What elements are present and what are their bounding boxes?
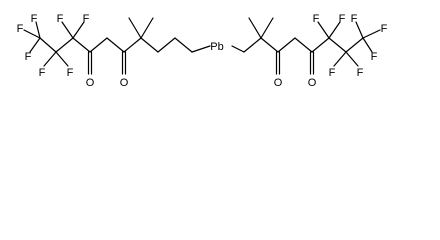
right-f-label-1: F	[313, 13, 320, 25]
bond-left-cf2-co	[72, 37, 91, 53]
bond-left-methyl-2	[140, 17, 154, 39]
bond-left-cf3-cf2	[39, 37, 57, 53]
right-f-label-7: F	[371, 51, 378, 63]
bond-right-f1	[317, 21, 330, 39]
bond-left-ch2-pb-link	[157, 37, 176, 53]
bond-right-f7	[362, 37, 373, 53]
bond-right-f6	[362, 29, 381, 39]
bond-right-ch2-cq	[243, 37, 262, 53]
left-f-label-3: F	[25, 51, 32, 63]
bond-left-cf2-cf2	[55, 37, 74, 53]
bond-left-co-ch2	[89, 37, 108, 53]
bond-right-cf2-cf2	[328, 37, 347, 53]
bond-right-f4	[345, 51, 359, 67]
bond-right-co-cf2	[311, 37, 330, 53]
bond-right-co-ch2	[277, 37, 296, 53]
bond-left-f3	[29, 37, 41, 53]
bond-right-methyl-1	[248, 17, 262, 39]
bond-right-ch2-co	[294, 37, 313, 53]
right-f-label-2: F	[339, 13, 346, 25]
left-f-label-2: F	[31, 13, 38, 25]
bond-right-methyl-2	[260, 17, 274, 39]
bond-left-ch2-co	[106, 37, 125, 53]
bond-left-to-pb	[174, 37, 193, 53]
bond-left-f7	[72, 21, 85, 39]
bond-left-f4	[43, 51, 57, 67]
bond-right-cq-co	[260, 37, 279, 53]
left-f-label-6: F	[57, 13, 64, 25]
center-atom-label: Pb	[210, 41, 223, 53]
bond-left-cq-ch2	[140, 37, 159, 53]
bond-left-f5	[55, 51, 69, 67]
right-f-label-5: F	[351, 13, 358, 25]
right-o-label-2: O	[308, 77, 317, 89]
bond-lines	[23, 17, 381, 75]
bond-left-f2	[35, 21, 41, 39]
right-o-label-1: O	[274, 77, 283, 89]
bond-right-cf2-cf3	[345, 37, 364, 53]
right-f-label-6: F	[381, 23, 388, 35]
bond-right-f5	[355, 21, 364, 39]
bond-right-pb	[231, 45, 245, 53]
bond-left-f1	[23, 29, 41, 39]
bond-left-methyl-1	[128, 17, 142, 39]
left-f-label-7: F	[83, 13, 90, 25]
left-f-label-1: F	[17, 23, 24, 35]
bond-left-f6	[61, 21, 74, 39]
bond-left-pb	[191, 45, 211, 53]
right-f-label-3: F	[329, 67, 336, 79]
bond-right-f2	[328, 21, 341, 39]
left-o-label-2: O	[120, 77, 129, 89]
bond-right-f3	[333, 51, 347, 67]
left-o-label-1: O	[86, 77, 95, 89]
right-f-label-4: F	[357, 67, 364, 79]
bond-left-co-cq	[123, 37, 142, 53]
left-f-label-5: F	[67, 67, 74, 79]
left-f-label-4: F	[39, 67, 46, 79]
